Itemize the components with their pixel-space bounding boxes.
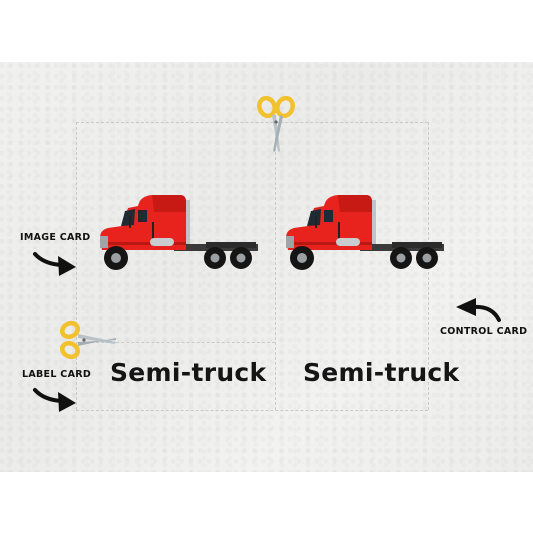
- arrow-icon: [33, 388, 76, 412]
- cut-line-left: [76, 122, 77, 410]
- image-card-annotation: IMAGE CARD: [20, 232, 91, 243]
- arrow-icon: [33, 252, 76, 276]
- cut-line-bottom: [76, 410, 428, 411]
- semi-truck-image-left: [100, 195, 258, 270]
- card-label-right: Semi-truck: [303, 358, 460, 387]
- scissors-icon: [59, 320, 116, 360]
- cut-line-top: [76, 122, 428, 123]
- control-card-annotation: CONTROL CARD: [440, 326, 528, 337]
- paper-background: [0, 62, 533, 472]
- scissors-icon: [257, 96, 295, 152]
- card-label-left: Semi-truck: [110, 358, 267, 387]
- cut-line-middle: [275, 122, 276, 410]
- label-card-annotation: LABEL CARD: [22, 369, 92, 380]
- semi-truck-image-right: [286, 195, 444, 270]
- cut-line-label: [76, 342, 275, 343]
- arrow-icon: [456, 298, 501, 322]
